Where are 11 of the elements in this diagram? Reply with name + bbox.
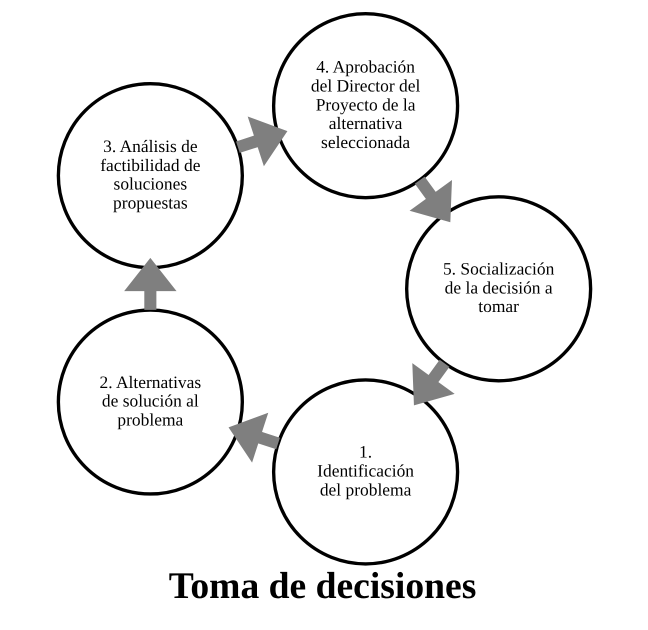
arrow: [409, 176, 452, 222]
arrow: [228, 412, 280, 463]
arrow: [412, 360, 454, 406]
node-circle: 5. Socialización de la decisión a tomar: [404, 195, 592, 382]
arrow: [236, 116, 287, 166]
node-circle: 1. Identificación del problema: [271, 378, 459, 566]
node-circle: 3. Análisis de factibilidad de soluciones propuestas: [56, 82, 244, 270]
node-circle: 2. Alternativas de solución al problema: [56, 308, 244, 496]
node-circle: 4. Aprobación del Director del Proyecto de la alternativa seleccionada: [271, 12, 459, 200]
arrow: [124, 258, 176, 310]
diagram-title: Toma de decisiones: [168, 566, 476, 608]
